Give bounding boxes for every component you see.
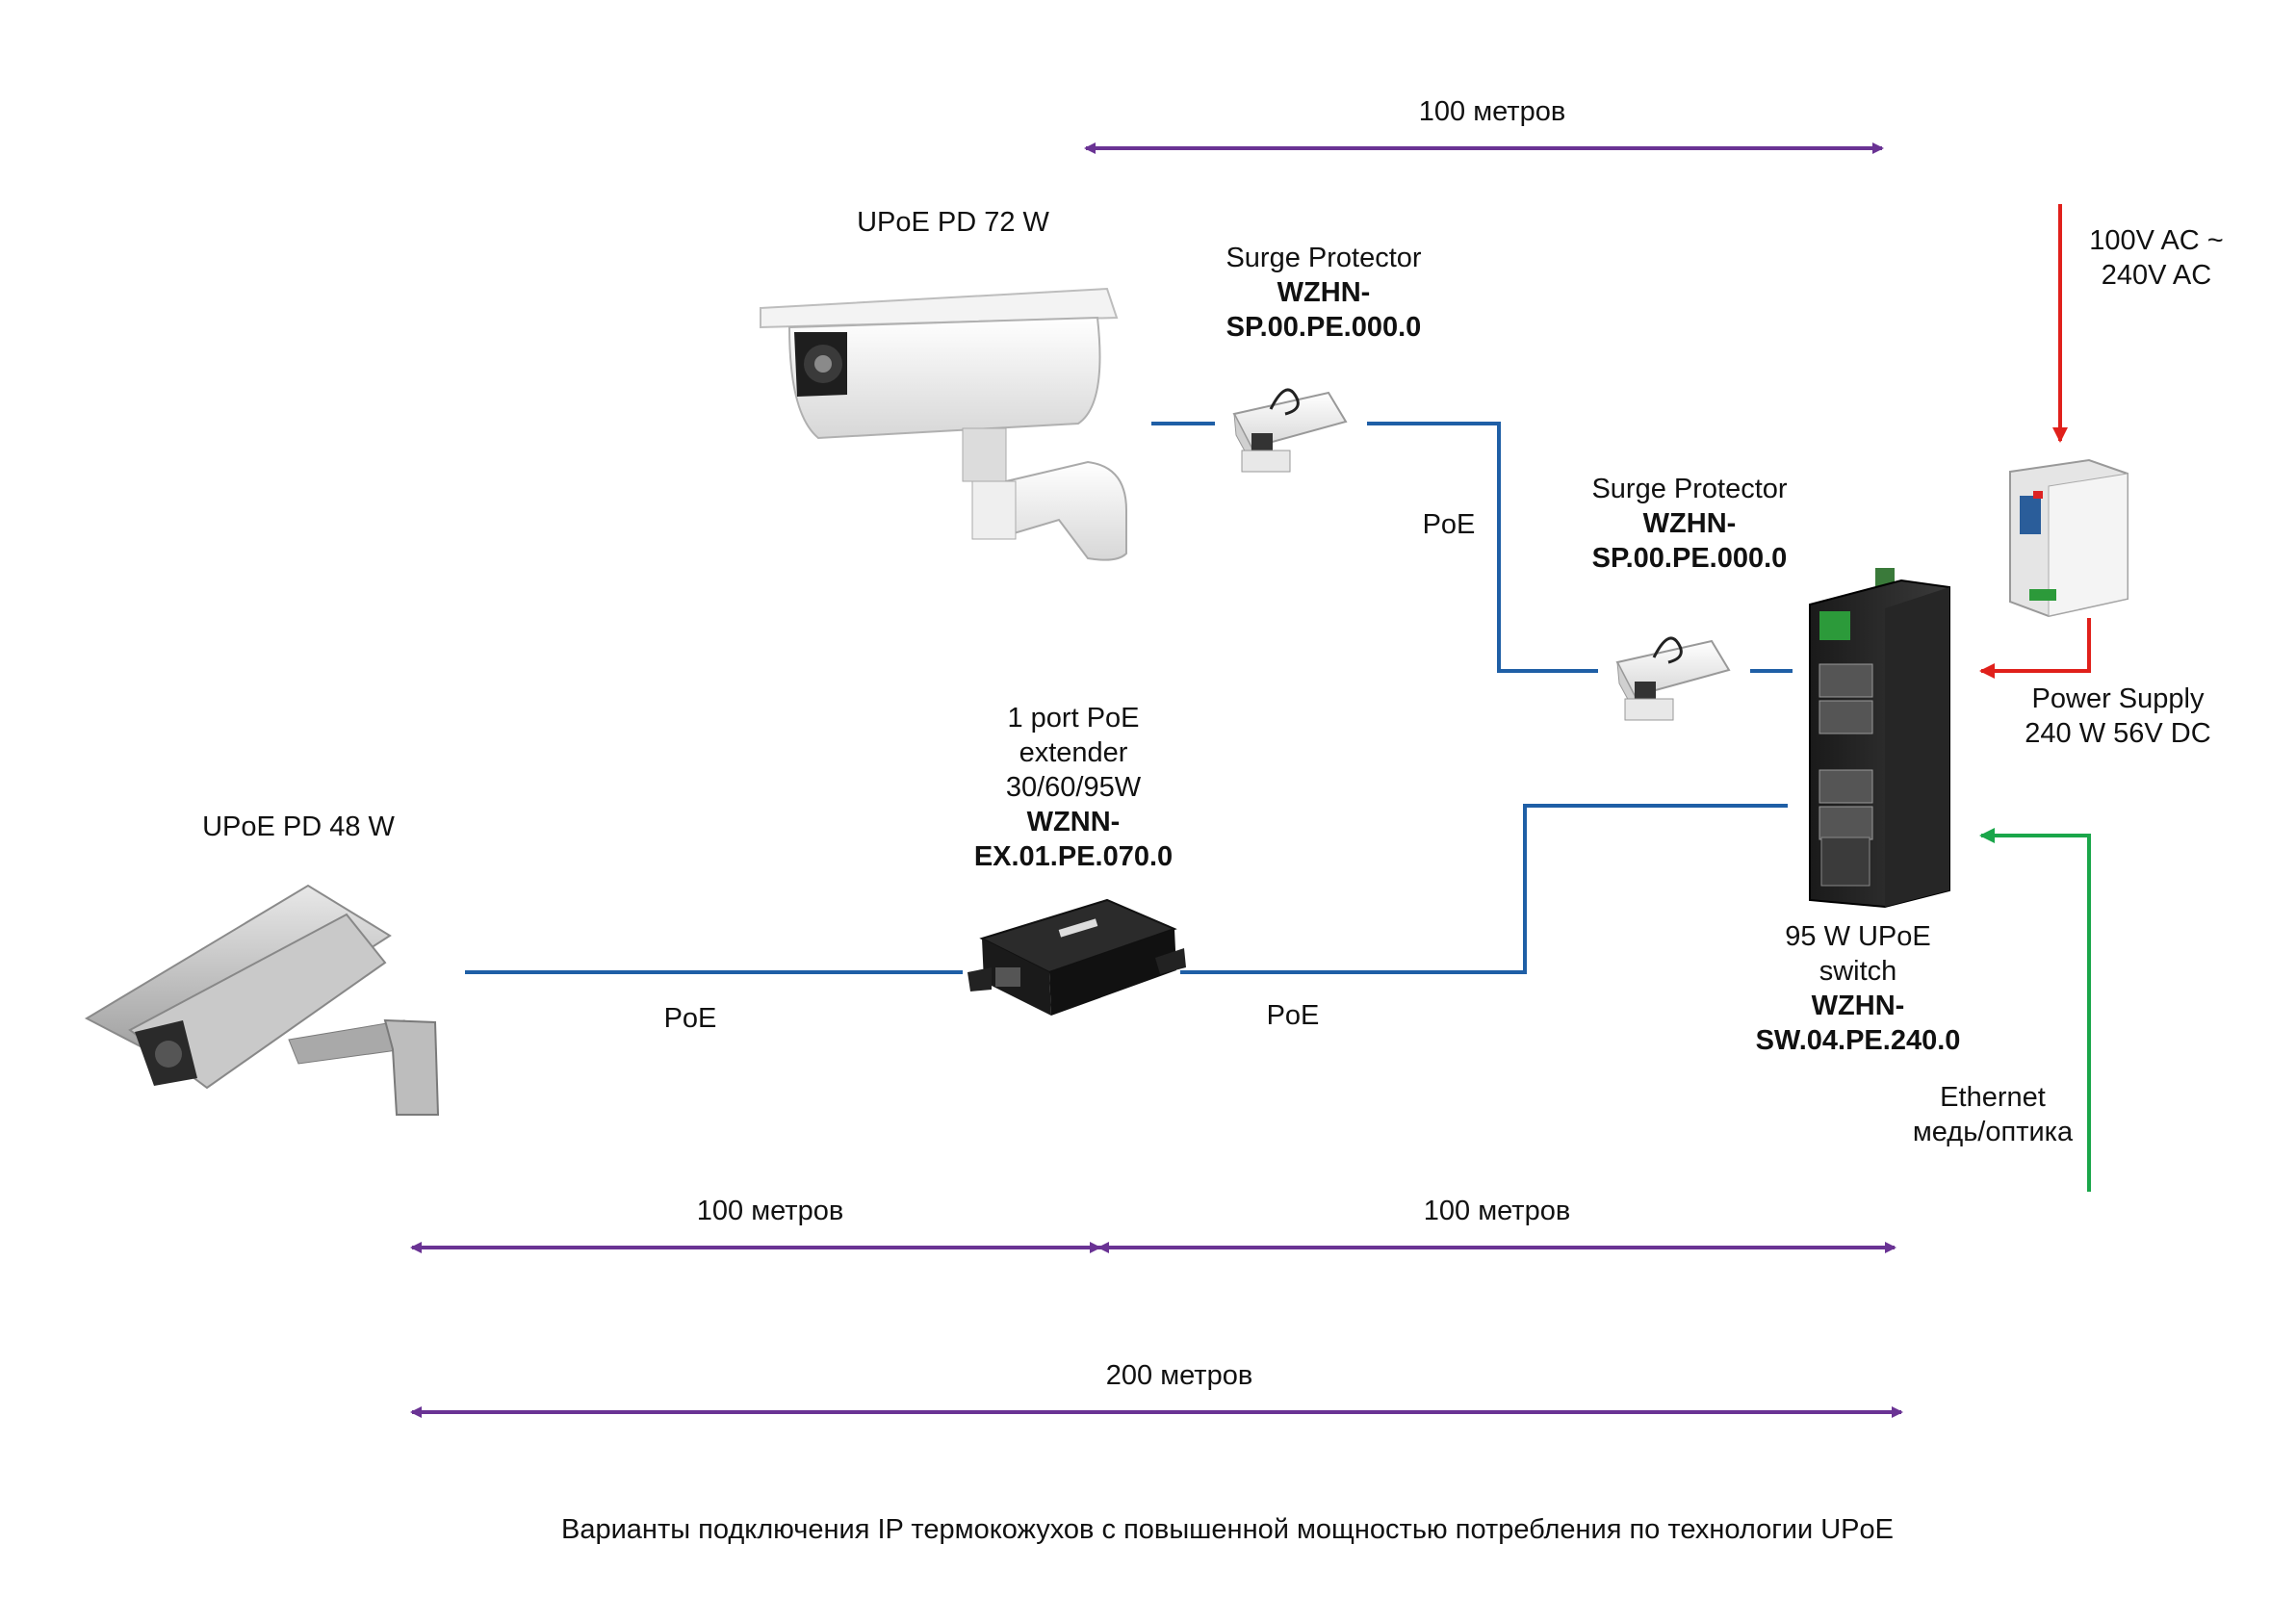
switch-model-1: WZHN- (1811, 991, 1905, 1021)
ethernet-line-1: Ethernet (1940, 1082, 2046, 1113)
poe-cable-bottom (465, 804, 1788, 974)
surge-top-name: Surge Protector (1225, 243, 1422, 273)
ethernet-arrow (1979, 828, 2091, 1192)
switch-line-2: switch (1819, 956, 1897, 987)
switch-model-2: SW.04.PE.240.0 (1755, 1025, 1961, 1056)
surge-protector-top-label: Surge Protector WZHN- SP.00.PE.000.0 (1165, 241, 1483, 345)
surge-protector-mid-image (1615, 636, 1731, 721)
surge-top-model-2: SP.00.PE.000.0 (1225, 312, 1422, 343)
poe-extender-label: 1 port PoE extender 30/60/95W WZNN- EX.0… (924, 701, 1223, 874)
surge-top-model-1: WZHN- (1277, 277, 1371, 308)
extender-model-2: EX.01.PE.070.0 (973, 841, 1174, 872)
upoe-switch-label: 95 W UPoE switch WZHN- SW.04.PE.240.0 (1704, 919, 2012, 1058)
switch-line-1: 95 W UPoE (1785, 921, 1931, 952)
power-supply-image (2009, 458, 2128, 618)
camera-48w-label: UPoE PD 48 W (202, 811, 395, 842)
upoe-switch-image (1809, 568, 1950, 909)
camera-72w-image (760, 287, 1127, 561)
dc-output-arrow (1979, 618, 2091, 679)
surge-mid-name: Surge Protector (1591, 474, 1788, 504)
poe-cable-top (1151, 422, 1793, 673)
extender-line-2: extender (1019, 737, 1128, 768)
poe-label-top: PoE (1422, 509, 1476, 540)
ethernet-label: Ethernet медь/оптика (1887, 1080, 2099, 1149)
distance-label-total: 200 метров (1105, 1360, 1253, 1391)
surge-protector-top-image (1232, 388, 1348, 473)
distance-label-top: 100 метров (1418, 96, 1566, 127)
surge-mid-model-1: WZHN- (1642, 508, 1737, 539)
distance-label-bottom-left: 100 метров (696, 1196, 844, 1226)
ac-line-1: 100V AC ~ (2089, 225, 2224, 256)
diagram-caption: Варианты подключения IP термокожухов с п… (561, 1514, 1894, 1545)
poe-label-middle: PoE (1266, 1000, 1320, 1031)
surge-mid-model-2: SP.00.PE.000.0 (1591, 543, 1788, 574)
poe-extender-image (967, 898, 1186, 1016)
surge-protector-mid-label: Surge Protector WZHN- SP.00.PE.000.0 (1531, 472, 1848, 576)
extender-line-1: 1 port PoE (1007, 703, 1140, 734)
camera-48w-image (84, 884, 440, 1116)
power-supply-line-2: 240 W 56V DC (2025, 718, 2211, 749)
ethernet-line-2: медь/оптика (1912, 1117, 2074, 1147)
distance-label-bottom-right: 100 метров (1423, 1196, 1571, 1226)
poe-label-left: PoE (663, 1003, 717, 1034)
ac-line-2: 240V AC (2101, 260, 2212, 291)
power-supply-line-1: Power Supply (2031, 683, 2205, 714)
power-supply-label: Power Supply 240 W 56V DC (1998, 682, 2238, 751)
ac-input-label: 100V AC ~ 240V AC (2060, 223, 2253, 293)
extender-line-3: 30/60/95W (1005, 772, 1142, 803)
extender-model-1: WZNN- (1026, 807, 1121, 837)
camera-72w-label: UPoE PD 72 W (857, 207, 1049, 238)
